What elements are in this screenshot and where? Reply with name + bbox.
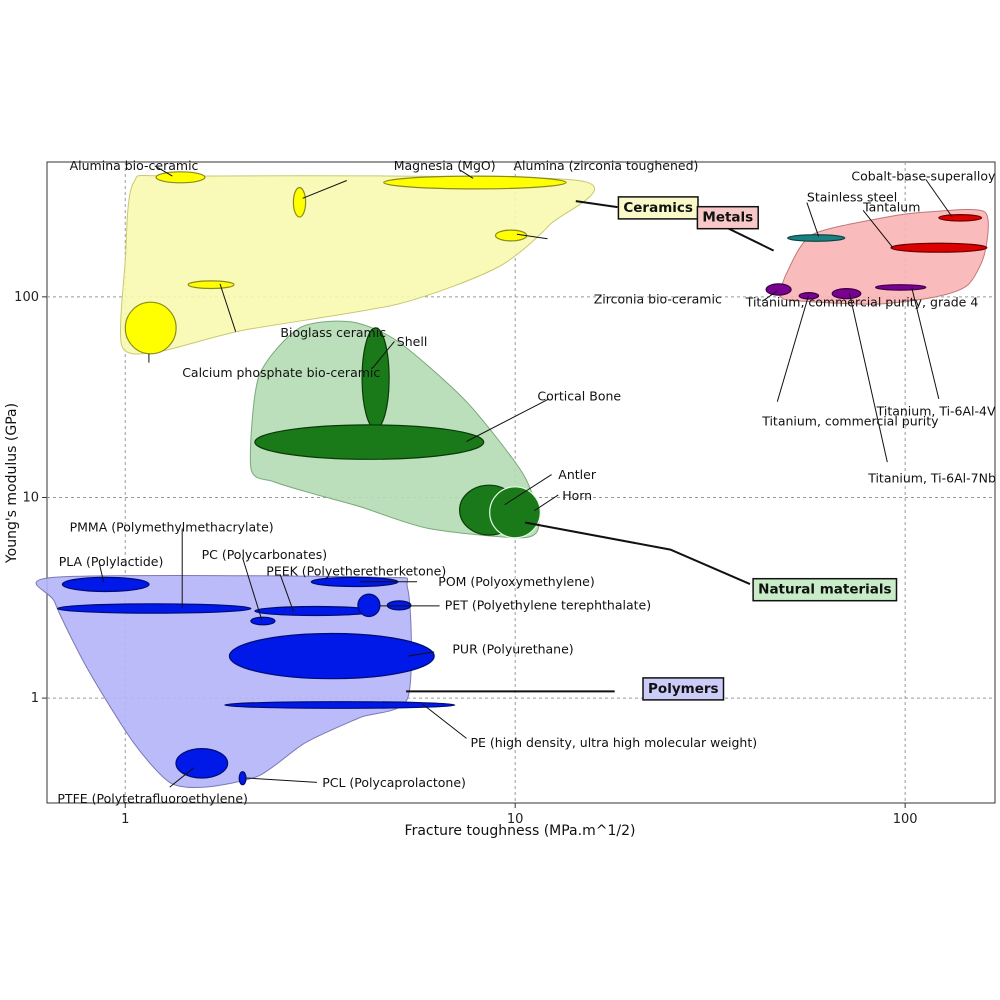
antler-leader (504, 474, 552, 506)
pet-polyethylene-terephthalate-bubble (357, 593, 381, 618)
pla-polylactide-bubble (61, 576, 150, 593)
titanium-ti-6al-7nb-bubble (831, 288, 862, 300)
pcl-polycaprolactone-bubble (238, 771, 247, 786)
pet-polyethylene-terephthalate-label: PET (Polyethylene terephthalate) (445, 598, 651, 613)
alumina-zirconia-toughened-label: Alumina (zirconia toughened) (514, 158, 699, 173)
shell-leader (371, 341, 395, 369)
titanium-commercial-purity-bubble (798, 291, 820, 300)
pur-polyurethane-bubble (228, 632, 435, 680)
bioglass-ceramic-bubble (187, 280, 235, 290)
natural-materials-connector (524, 521, 751, 586)
zirconia-bio-ceramic-label: Zirconia bio-ceramic (594, 292, 722, 307)
pe-high-density-ultra-high-molecular-weight-leader (422, 704, 467, 739)
x-axis-label: Fracture toughness (MPa.m^1/2) (405, 823, 636, 839)
pmma-polymethylmethacrylate-label: PMMA (Polymethylmethacrylate) (70, 520, 274, 535)
pom-polyoxymethylene-label: POM (Polyoxymethylene) (438, 574, 594, 589)
alumina-zirconia-toughened-bubble (383, 175, 567, 190)
ptfe-polytetrafluoroethylene-bubble (175, 747, 229, 779)
pur-polyurethane-leader (407, 651, 435, 657)
cortical-bone-label: Cortical Bone (537, 388, 621, 403)
stainless-steel-label: Stainless steel (807, 189, 897, 204)
tantalum-bubble (890, 242, 988, 253)
member-layer (56, 171, 988, 786)
label-layer: Alumina bio-ceramic Magnesia (MgO) Alumina… (57, 158, 996, 806)
titanium-commercial-purity-label: Titanium, commercial purity (761, 414, 939, 429)
tick-layer: 1 10 100 1 10 100 (14, 290, 917, 827)
titanium-commercial-purity-grade-4-bubble (765, 283, 792, 296)
alumina-bio-ceramic-label: Alumina bio-ceramic (70, 158, 199, 173)
polymers-label: Polymers (648, 681, 719, 697)
ptfe-polytetrafluoroethylene-label: PTFE (Polytetrafluoroethylene) (57, 791, 248, 806)
titanium-ti-6al-4v-bubble (875, 284, 927, 291)
shell-label: Shell (397, 334, 428, 349)
peek-polyetheretherketone-leader (279, 575, 294, 612)
pcl-polycaprolactone-label: PCL (Polycaprolactone) (322, 775, 466, 790)
y-tick-label: 10 (22, 490, 39, 505)
cortical-bone-bubble (254, 424, 485, 460)
leader-layer (99, 165, 953, 788)
cobalt-base-superalloy-label: Cobalt-base-superalloy (851, 168, 996, 183)
pla-polylactide-leader (99, 564, 105, 582)
pe-high-density-ultra-high-molecular-weight-bubble (224, 701, 456, 709)
calcium-phosphate-bio-ceramic-label: Calcium phosphate bio-ceramic (182, 365, 380, 380)
pc-polycarbonates-leader (242, 557, 263, 621)
pe-high-density-ultra-high-molecular-weight-label: PE (high density, ultra high molecular w… (471, 735, 758, 750)
zirconia-bio-ceramic-leader (516, 233, 548, 240)
x-tick-label: 1 (121, 812, 129, 827)
ceramics-envelope (120, 174, 596, 355)
titanium-commercial-purity-grade-4-label: Titanium, commercial purity, grade 4 (745, 295, 979, 310)
calcium-phosphate-bio-ceramic-bubble (124, 301, 177, 355)
magnesia-mgo-bubble (292, 187, 307, 218)
alumina-zirconia-toughened-leader (459, 169, 474, 179)
titanium-ti-6al-4v-label: Titanium, Ti-6Al-4V (876, 403, 996, 418)
titanium-commercial-purity-grade-4-leader (761, 290, 778, 302)
cobalt-base-superalloy-bubble (938, 214, 983, 222)
polymers-label-box (642, 677, 725, 701)
pla-polylactide-label: PLA (Polylactide) (59, 554, 164, 569)
stainless-steel-leader (806, 202, 820, 237)
pc-polycarbonates-label: PC (Polycarbonates) (202, 547, 328, 562)
tantalum-leader (862, 209, 894, 248)
pmma-polymethylmethacrylate-bubble (56, 603, 252, 614)
titanium-ti-6al-4v-leader (911, 287, 940, 400)
ceramics-connector (575, 200, 618, 209)
bioglass-ceramic-label: Bioglass ceramic (280, 325, 386, 340)
titanium-commercial-purity-leader (776, 295, 809, 402)
pur-polyurethane-label: PUR (Polyurethane) (452, 642, 573, 657)
x-tick-label: 10 (507, 812, 524, 827)
metals-label-box (696, 205, 759, 230)
ceramics-label: Ceramics (623, 200, 693, 216)
cortical-bone-leader (466, 398, 550, 442)
horn-bubble (489, 486, 541, 539)
y-axis-label: Young's modulus (GPa) (4, 403, 20, 564)
bioglass-ceramic-leader (219, 283, 237, 332)
tantalum-label: Tantalum (862, 199, 920, 214)
titanium-ti-6al-7nb-leader (849, 293, 888, 463)
natural-materials-label: Natural materials (758, 582, 891, 598)
x-tick-label: 100 (893, 812, 918, 827)
ptfe-polytetrafluoroethylene-leader (169, 767, 195, 788)
polymers-envelope (35, 575, 412, 788)
metals-label: Metals (702, 210, 753, 226)
y-tick-label: 1 (31, 691, 39, 706)
horn-label: Horn (562, 488, 592, 503)
magnesia-mgo-label: Magnesia (MgO) (394, 158, 496, 173)
stainless-steel-bubble (787, 234, 846, 242)
magnesia-mgo-leader (302, 180, 347, 199)
natural-materials-label-box (752, 577, 898, 602)
pcl-polycaprolactone-leader (245, 777, 317, 783)
alumina-bio-ceramic-bubble (155, 171, 206, 184)
antler-label: Antler (558, 467, 597, 482)
titanium-ti-6al-7nb-label: Titanium, Ti-6Al-7Nb (867, 470, 996, 485)
horn-leader (534, 494, 559, 512)
alumina-bio-ceramic-leader (154, 165, 173, 177)
y-tick-label: 100 (14, 290, 39, 305)
cobalt-base-superalloy-leader (925, 179, 953, 218)
peek-polyetheretherketone-label: PEEK (Polyetheretherketone) (266, 563, 446, 578)
pc-polycarbonates-bubble (250, 616, 276, 626)
